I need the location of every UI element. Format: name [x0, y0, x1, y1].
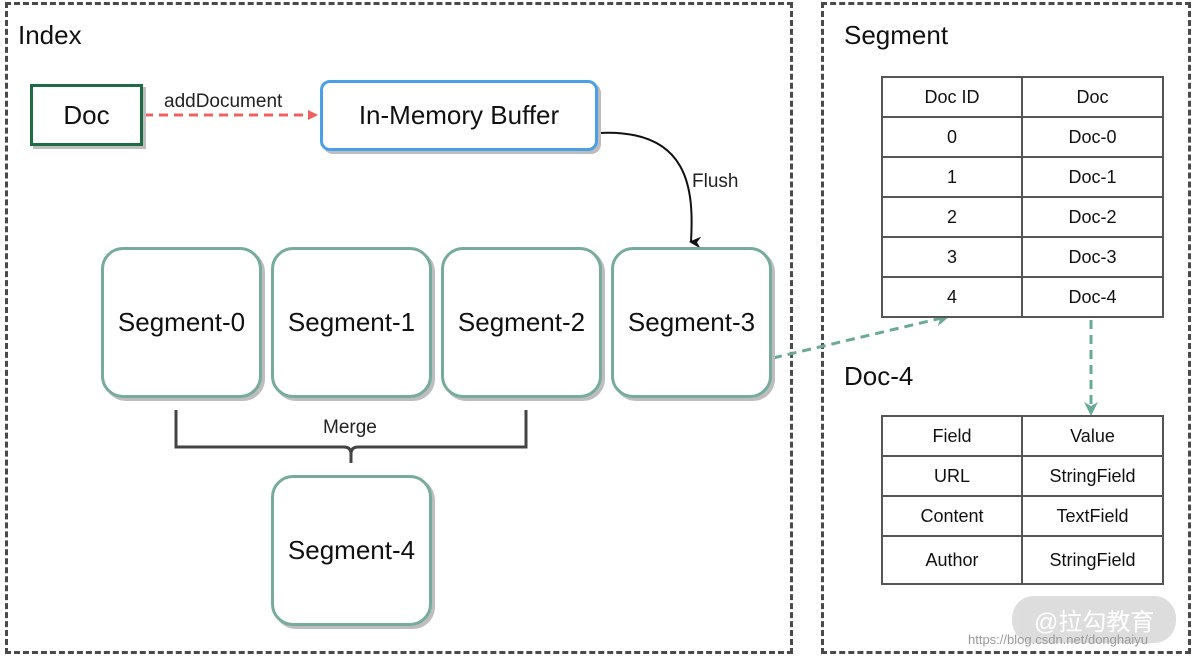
table-row: 4 Doc-4: [881, 276, 1164, 318]
merged-segment-label: Segment-4: [287, 535, 416, 565]
table-header-row: Doc ID Doc: [881, 76, 1164, 118]
table-row: 1 Doc-1: [881, 156, 1164, 198]
table-cell: Author: [881, 535, 1023, 585]
segment-panel-title: Segment: [844, 20, 949, 50]
flush-label: Flush: [692, 171, 739, 192]
segment-lookup-arrow: [772, 312, 950, 360]
merge-brace: [174, 410, 528, 463]
table-cell: URL: [881, 455, 1023, 497]
table-cell: StringField: [1021, 535, 1164, 585]
table-row: 0 Doc-0: [881, 116, 1164, 158]
header-cell: Value: [1021, 415, 1164, 457]
segment-node: Segment-1: [271, 247, 432, 398]
header-cell: Doc ID: [881, 76, 1023, 118]
segment-node-label: Segment-3: [627, 307, 756, 337]
buffer-node-label: In-Memory Buffer: [358, 100, 560, 130]
index-panel-title: Index: [18, 20, 82, 50]
segment-node-label: Segment-0: [117, 307, 246, 337]
table-header-row: Field Value: [881, 415, 1164, 457]
table-row: Author StringField: [881, 535, 1164, 585]
watermark-url: https://blog.csdn.net/donghaiyu: [968, 632, 1148, 647]
table-row: URL StringField: [881, 455, 1164, 497]
segment-node-label: Segment-1: [287, 307, 416, 337]
table-cell: Doc-2: [1021, 196, 1164, 238]
index-panel: [5, 2, 793, 654]
table-cell: Content: [881, 495, 1023, 537]
add-document-label: addDocument: [164, 91, 283, 112]
table-cell: TextField: [1021, 495, 1164, 537]
table-cell: Doc-4: [1021, 276, 1164, 318]
doc-node-label: Doc: [63, 99, 110, 130]
table-cell: Doc-1: [1021, 156, 1164, 198]
in-memory-buffer-node: In-Memory Buffer: [320, 80, 598, 151]
doc-detail-title: Doc-4: [844, 361, 914, 391]
table-row: 2 Doc-2: [881, 196, 1164, 238]
table-cell: Doc-0: [1021, 116, 1164, 158]
segment-node: Segment-3: [611, 247, 772, 398]
segment-node: Segment-2: [441, 247, 602, 398]
table-cell: 3: [881, 236, 1023, 278]
table-row: Content TextField: [881, 495, 1164, 537]
table-cell: 4: [881, 276, 1023, 318]
merged-segment-node: Segment-4: [271, 475, 432, 626]
segment-node-label: Segment-2: [457, 307, 586, 337]
merge-label: Merge: [323, 417, 377, 438]
segment-panel: [821, 2, 1191, 654]
table-row: 3 Doc-3: [881, 236, 1164, 278]
header-cell: Field: [881, 415, 1023, 457]
doc-table: Doc ID Doc 0 Doc-0 1 Doc-1 2 Doc-2 3 Doc…: [881, 76, 1164, 318]
header-cell: Doc: [1021, 76, 1164, 118]
table-cell: StringField: [1021, 455, 1164, 497]
watermark-badge: @拉勾教育: [1012, 596, 1177, 643]
doc-node: Doc: [30, 84, 143, 146]
table-cell: 2: [881, 196, 1023, 238]
flush-arrow: [597, 131, 702, 249]
segment-node: Segment-0: [101, 247, 262, 398]
table-cell: 0: [881, 116, 1023, 158]
table-cell: 1: [881, 156, 1023, 198]
table-cell: Doc-3: [1021, 236, 1164, 278]
field-table: Field Value URL StringField Content Text…: [881, 415, 1164, 585]
